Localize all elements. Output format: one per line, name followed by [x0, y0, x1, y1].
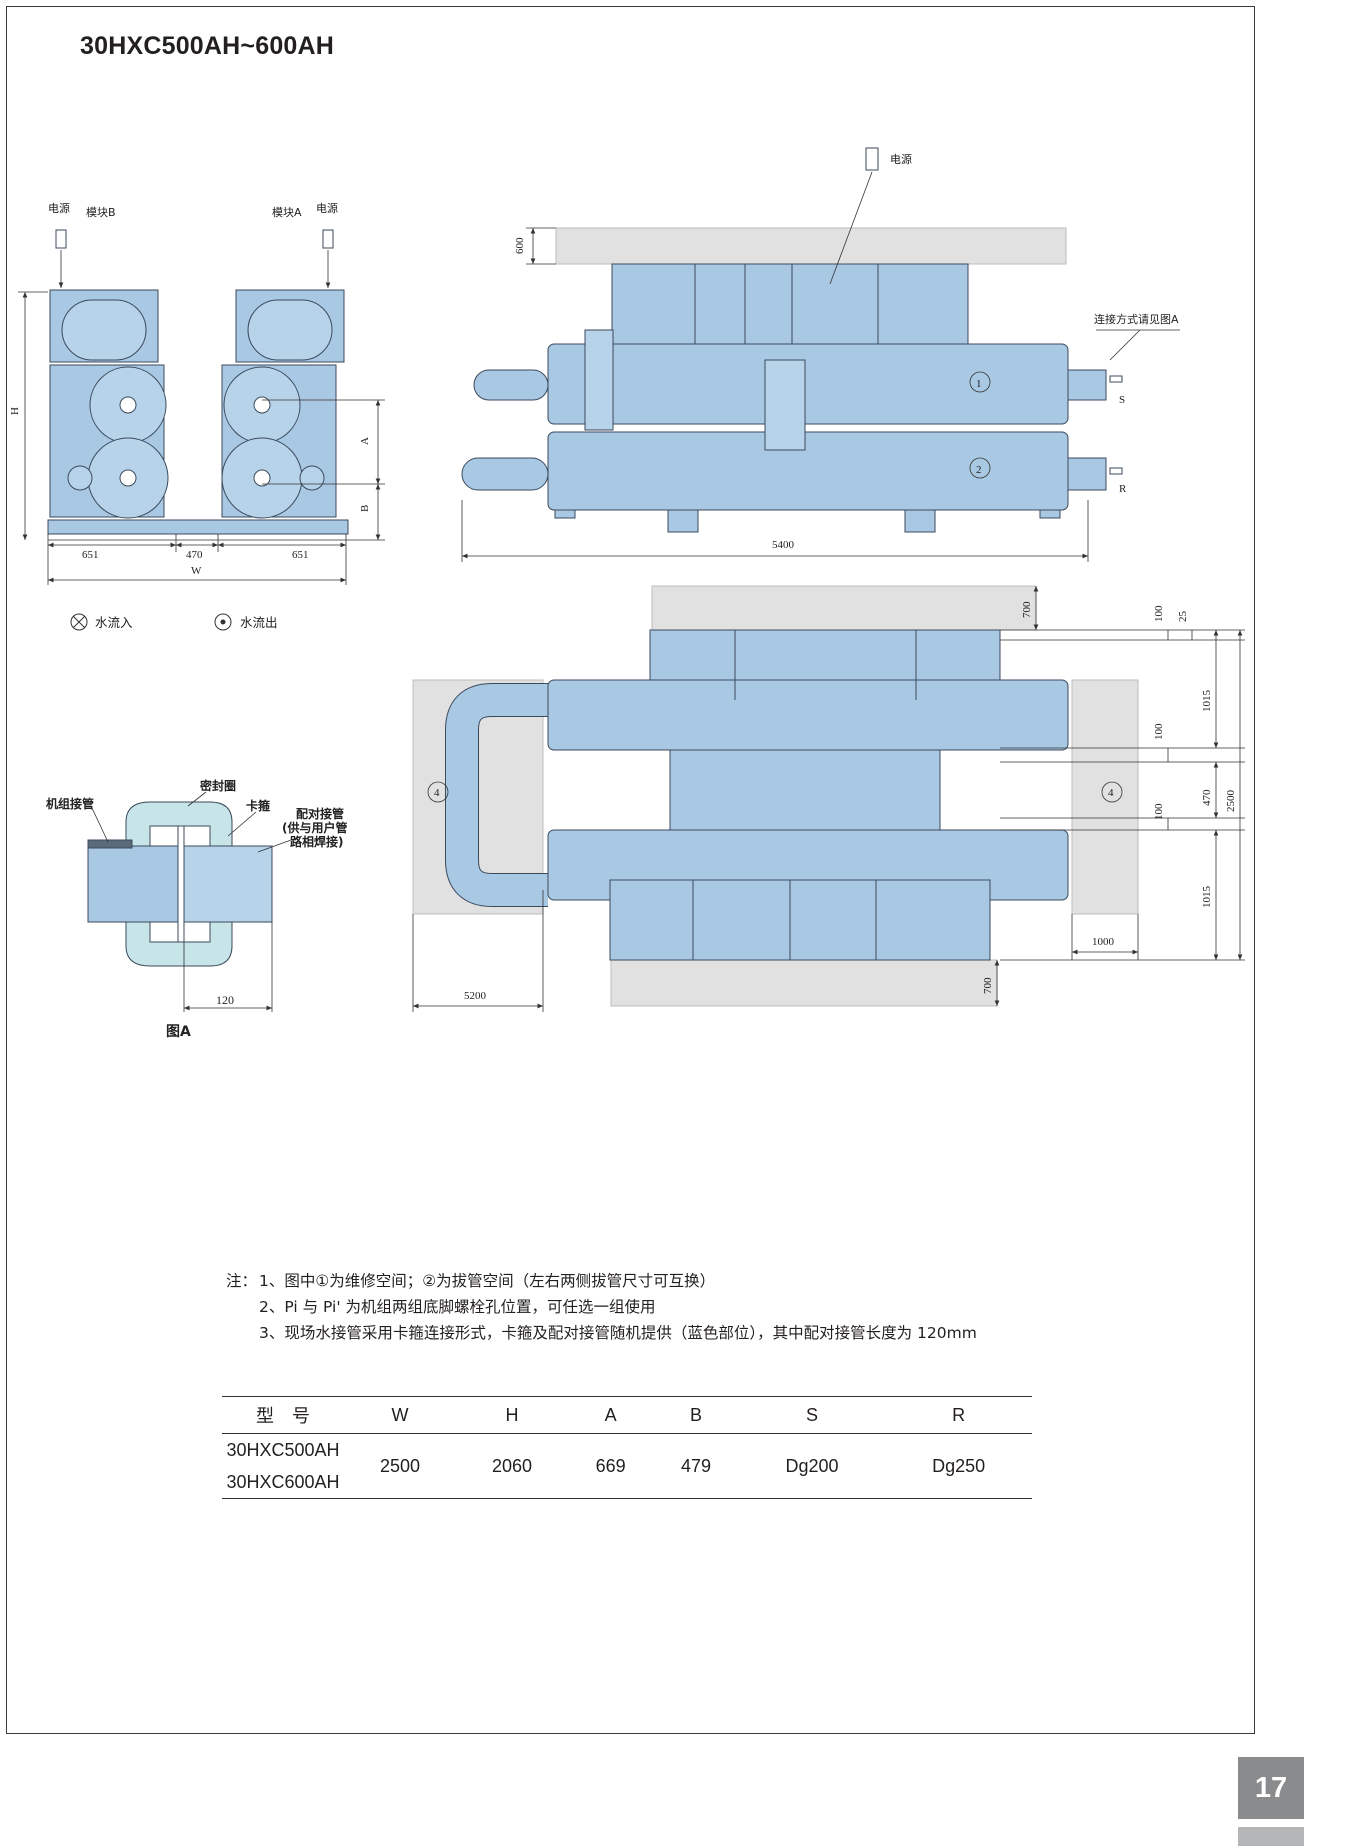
dim-700-top: 700: [1021, 601, 1033, 618]
unit-pipe-label: 机组接管: [46, 796, 94, 811]
label-r: R: [1119, 483, 1127, 495]
dim-651-left: 651: [82, 549, 99, 561]
table-row: 30HXC600AH: [222, 1466, 1032, 1499]
top-view-dimensions: [412, 586, 1245, 1012]
model-600: 30HXC600AH: [222, 1466, 344, 1499]
dim-1015-a: 1015: [1201, 690, 1213, 713]
dim-b: B: [359, 505, 371, 512]
note-row-3: 3、现场水接管采用卡箍连接形式，卡箍及配对接管随机提供（蓝色部位），其中配对接管…: [226, 1320, 977, 1346]
water-out-label: 水流出: [240, 615, 278, 630]
water-out-icon: [214, 613, 232, 631]
spec-table-header: 型 号 W H A B S R: [222, 1396, 1032, 1434]
header-s: S: [738, 1396, 886, 1434]
dim-w: W: [191, 565, 202, 577]
note-1: 1、图中①为维修空间；②为拔管空间（左右两侧拔管尺寸可互换）: [259, 1272, 716, 1290]
model-500: 30HXC500AH: [226, 1439, 340, 1460]
dim-470-top: 470: [1201, 789, 1213, 806]
dim-120: 120: [216, 993, 234, 1007]
value-w: 2500: [344, 1433, 456, 1499]
module-b-label: 模块B: [86, 206, 116, 219]
dim-5400: 5400: [772, 539, 795, 551]
front-view-dimensions: [461, 171, 1180, 562]
value-s: Dg200: [738, 1433, 886, 1499]
value-b: 479: [653, 1433, 739, 1499]
page-frame: [6, 6, 1255, 1734]
top-view: [412, 585, 1139, 1007]
spec-table: 型 号 W H A B S R 30HXC500AH 2500 2060 669…: [222, 1396, 1032, 1499]
dim-600: 600: [514, 237, 526, 254]
dim-100-c: 100: [1153, 803, 1165, 820]
mating-pipe-label-3: 路相焊接): [290, 834, 344, 849]
note-row-2: 2、Pi 与 Pi' 为机组两组底脚螺栓孔位置，可任选一组使用: [226, 1294, 977, 1320]
dim-700-bottom: 700: [982, 977, 994, 994]
dim-5200: 5200: [464, 990, 487, 1002]
mating-pipe-label-1: 配对接管: [296, 806, 344, 821]
water-in-label: 水流入: [95, 615, 133, 630]
water-legend: [70, 613, 232, 631]
power-label-left: 电源: [48, 201, 70, 215]
dim-100-b: 100: [1153, 723, 1165, 740]
dim-1015-b: 1015: [1201, 886, 1213, 909]
service-clearance-top-view-upper: [651, 585, 1037, 631]
water-in-icon: [70, 613, 88, 631]
detail-a-dimensions: [91, 791, 303, 1012]
circle-4-right: 4: [1108, 787, 1114, 799]
dim-a: A: [359, 437, 371, 445]
circle-2-label: 2: [976, 464, 982, 476]
label-s: S: [1119, 394, 1125, 406]
dim-h: H: [9, 407, 21, 415]
note-2: 2、Pi 与 Pi' 为机组两组底脚螺栓孔位置，可任选一组使用: [259, 1298, 656, 1316]
dim-2500: 2500: [1225, 790, 1237, 813]
front-view-labels: 电源 连接方式请见图A 600 1 2 S R 5400: [514, 152, 1179, 551]
detail-a-drawing: [87, 801, 273, 967]
top-view-labels: 700 100 25 1015 100 470 2500 100 1015 10…: [434, 601, 1237, 1002]
connection-note: 连接方式请见图A: [1094, 312, 1179, 326]
power-label-right: 电源: [316, 201, 338, 215]
service-clearance-top-view-lower: [610, 959, 998, 1007]
value-r: Dg250: [885, 1433, 1032, 1499]
dim-100-a: 100: [1153, 605, 1165, 622]
note-row-1: 注：1、图中①为维修空间；②为拔管空间（左右两侧拔管尺寸可互换）: [226, 1268, 977, 1294]
dim-651-right: 651: [292, 549, 309, 561]
value-a: 669: [568, 1433, 654, 1499]
header-h: H: [456, 1396, 568, 1434]
circle-4-left: 4: [434, 787, 440, 799]
service-clearance-top: [555, 227, 1067, 265]
table-row: 30HXC500AH 2500 2060 669 479 Dg200 Dg250: [222, 1433, 1032, 1499]
header-w: W: [344, 1396, 456, 1434]
side-view: [47, 229, 349, 535]
header-b: B: [653, 1396, 739, 1434]
detail-a-labels: 机组接管 密封圈 卡箍 配对接管 (供与用户管 路相焊接) 120 图A: [46, 778, 348, 1040]
note-3: 3、现场水接管采用卡箍连接形式，卡箍及配对接管随机提供（蓝色部位），其中配对接管…: [259, 1324, 977, 1342]
page-title: 30HXC500AH~600AH: [80, 32, 335, 60]
mating-pipe-label-2: (供与用户管: [282, 820, 348, 835]
notes-block: 注：1、图中①为维修空间；②为拔管空间（左右两侧拔管尺寸可互换） 2、Pi 与 …: [226, 1268, 977, 1346]
dim-470: 470: [186, 549, 203, 561]
page-tab-decoration: [1238, 1827, 1304, 1846]
detail-a-caption: 图A: [166, 1024, 191, 1040]
seal-ring-label: 密封圈: [200, 778, 236, 793]
circle-1-label: 1: [976, 378, 982, 390]
header-r: R: [885, 1396, 1032, 1434]
power-label-top: 电源: [890, 152, 912, 166]
header-a: A: [568, 1396, 654, 1434]
header-model: 型 号: [222, 1396, 344, 1434]
tube-pull-space-right: [1071, 679, 1139, 915]
dim-1000: 1000: [1092, 936, 1115, 948]
page-number: 17: [1238, 1757, 1304, 1819]
value-h: 2060: [456, 1433, 568, 1499]
clamp-label: 卡箍: [246, 798, 270, 813]
notes-prefix: 注：: [226, 1272, 258, 1290]
front-view: [461, 147, 1123, 533]
side-view-dimensions: [18, 250, 385, 585]
dim-25: 25: [1177, 611, 1189, 623]
module-a-label: 模块A: [272, 206, 302, 219]
side-view-labels: 电源 模块B 模块A 电源 H A B 651 470 651 W: [9, 201, 371, 577]
